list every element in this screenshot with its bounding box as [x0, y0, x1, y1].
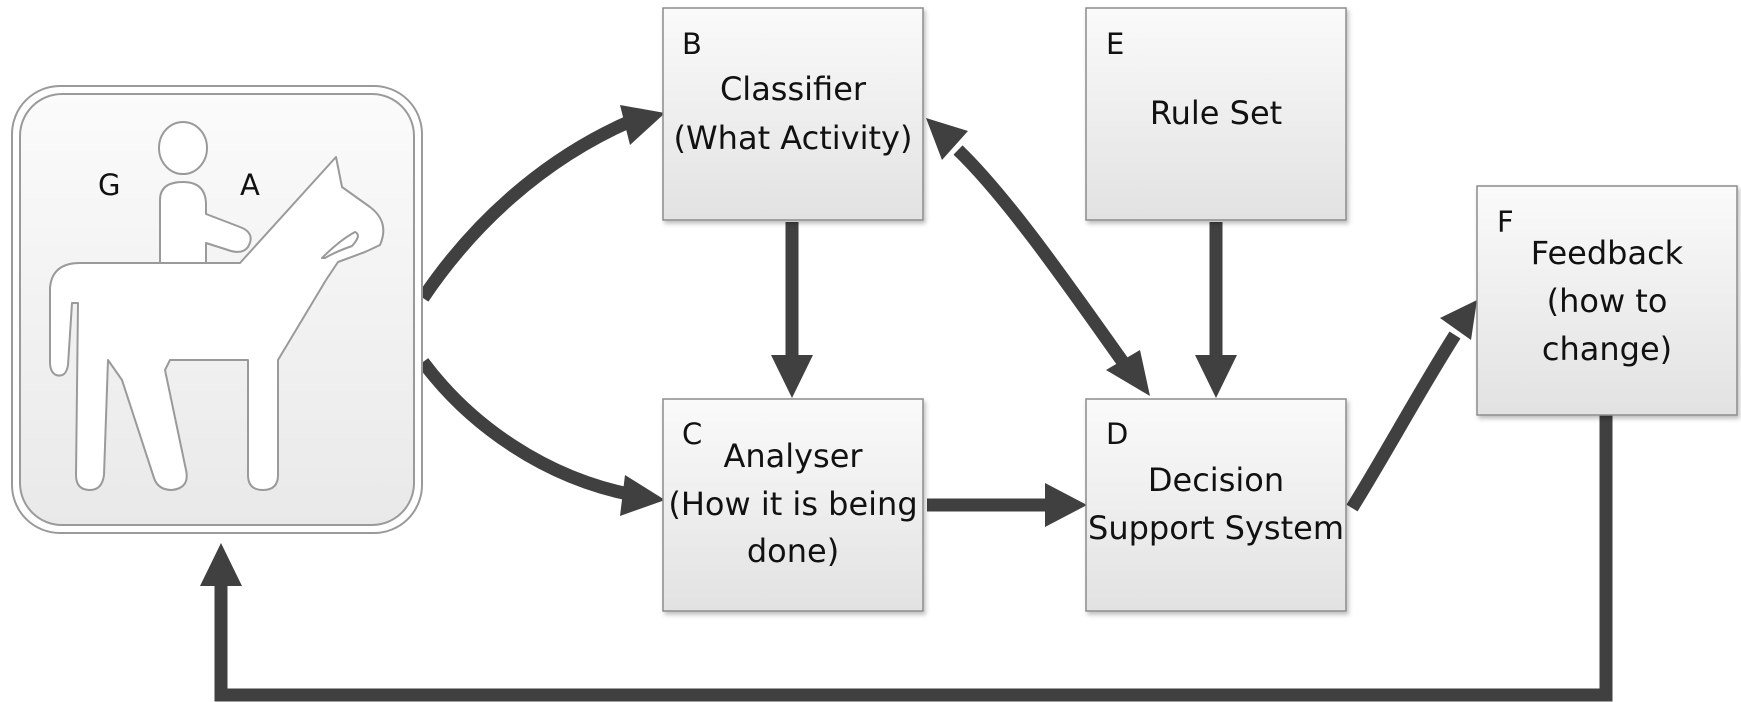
- rider-panel: G A: [11, 85, 423, 534]
- analyser-letter: C: [682, 417, 702, 451]
- ruleset-title: Rule Set: [1150, 94, 1282, 132]
- arrow-classifier-decision-head-up: [926, 118, 968, 160]
- classifier-title: Classifier: [720, 70, 867, 108]
- analyser-line3: done): [747, 532, 839, 570]
- arrow-rider-to-analyser-head: [620, 475, 665, 516]
- analyser-box: C Analyser (How it is being done): [662, 398, 924, 612]
- analyser-line2: (How it is being: [668, 485, 917, 523]
- feedback-line3: change): [1542, 330, 1672, 368]
- ruleset-letter: E: [1106, 27, 1124, 61]
- decision-title: Decision: [1148, 461, 1284, 499]
- arrow-decision-to-feedback-head: [1440, 300, 1477, 340]
- arrow-classifier-to-analyser-head: [771, 355, 813, 398]
- arrow-rider-to-analyser: [417, 358, 635, 502]
- arrow-feedback-to-rider: [214, 415, 1613, 702]
- decision-subtitle: Support System: [1088, 509, 1344, 547]
- classifier-box: B Classifier (What Activity): [662, 7, 924, 221]
- rider-head: [158, 121, 208, 175]
- feedback-letter: F: [1497, 205, 1514, 239]
- rider-label-g: G: [98, 168, 120, 202]
- classifier-subtitle: (What Activity): [674, 119, 913, 157]
- arrows: [200, 105, 1613, 702]
- arrow-analyser-to-decision-head: [1045, 483, 1087, 527]
- arrow-feedback-to-rider-head: [200, 543, 242, 586]
- analyser-title: Analyser: [723, 437, 863, 475]
- arrow-classifier-decision-head-down: [1106, 350, 1150, 396]
- rider-label-a: A: [240, 168, 260, 202]
- horse-rider-icon: [49, 121, 385, 491]
- decision-box: D Decision Support System: [1085, 398, 1347, 612]
- arrow-rider-to-classifier: [417, 114, 636, 302]
- classifier-letter: B: [682, 27, 702, 61]
- feedback-title: Feedback: [1531, 234, 1684, 272]
- ruleset-box: E Rule Set: [1085, 7, 1347, 221]
- arrow-rider-to-classifier-head: [620, 105, 665, 145]
- decision-letter: D: [1106, 417, 1128, 451]
- feedback-box: F Feedback (how to change): [1476, 185, 1738, 416]
- arrow-classifier-decision: [953, 145, 1131, 369]
- arrow-decision-to-feedback: [1346, 331, 1461, 512]
- arrow-ruleset-to-decision-head: [1195, 355, 1237, 398]
- feedback-line2: (how to: [1547, 282, 1668, 320]
